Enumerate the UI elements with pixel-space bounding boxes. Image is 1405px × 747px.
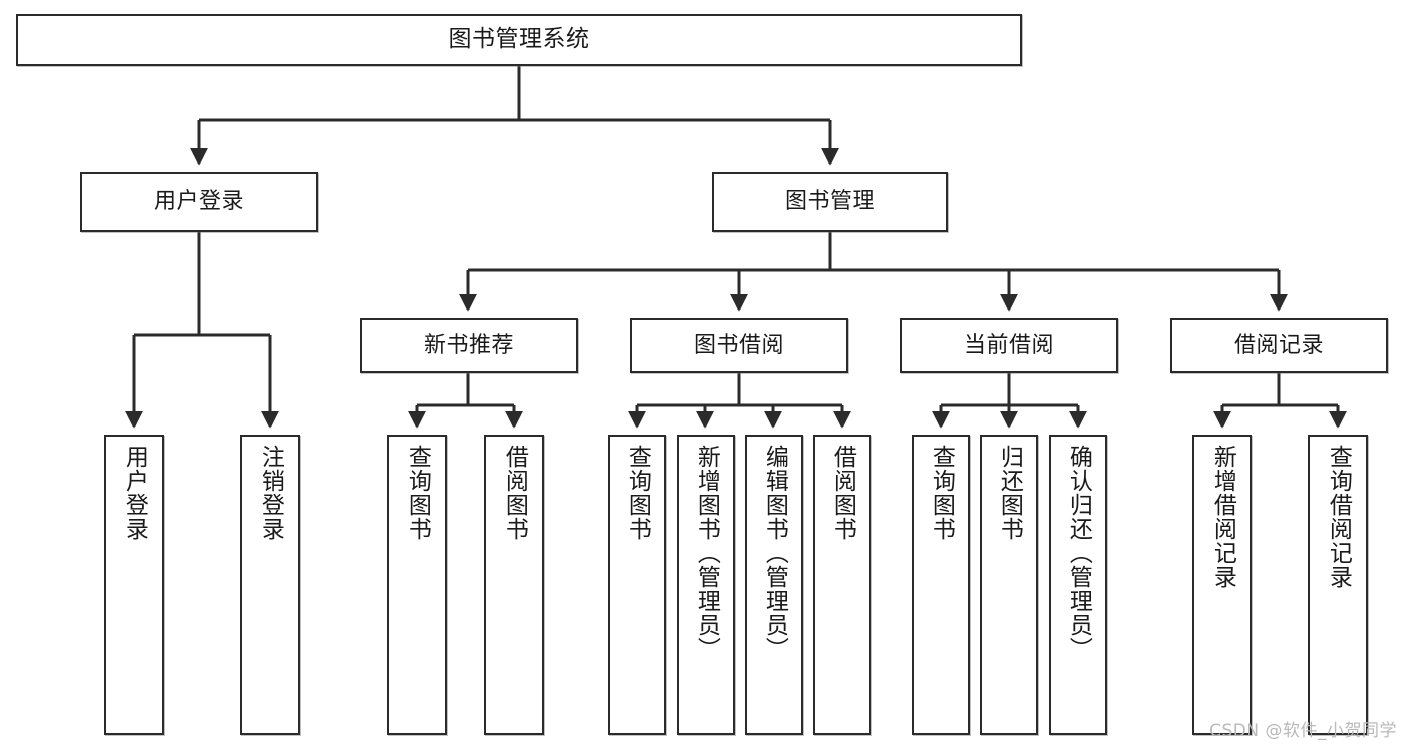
node-book-borrow[interactable]: 图书借阅 [630, 318, 848, 373]
leaf-add-borrow-record-label: 新增借阅记录 [1209, 445, 1236, 589]
leaf-logout-login-label: 注销登录 [257, 445, 284, 541]
node-book-borrow-label: 图书借阅 [693, 332, 784, 358]
node-book-manage-label: 图书管理 [784, 189, 875, 215]
node-borrow-record[interactable]: 借阅记录 [1170, 318, 1388, 373]
node-root-system[interactable]: 图书管理系统 [16, 14, 1022, 66]
leaf-borrow-book-2-label: 借阅图书 [829, 445, 856, 541]
leaf-query-book-2[interactable]: 查询图书 [608, 435, 666, 735]
leaf-query-borrow-record-label: 查询借阅记录 [1325, 445, 1352, 589]
leaf-confirm-return-admin-label: 确认归还（管理员） [1065, 445, 1092, 661]
node-new-book-recommend[interactable]: 新书推荐 [360, 318, 578, 373]
leaf-query-book-1[interactable]: 查询图书 [387, 435, 447, 735]
leaf-query-borrow-record[interactable]: 查询借阅记录 [1308, 435, 1368, 735]
leaf-add-book-admin-label: 新增图书（管理员） [693, 445, 720, 661]
leaf-return-book[interactable]: 归还图书 [980, 435, 1038, 735]
leaf-query-book-2-label: 查询图书 [624, 445, 651, 541]
node-book-manage[interactable]: 图书管理 [712, 172, 948, 232]
leaf-query-book-3-label: 查询图书 [928, 445, 955, 541]
leaf-return-book-label: 归还图书 [996, 445, 1023, 541]
leaf-query-book-1-label: 查询图书 [404, 445, 431, 541]
leaf-add-borrow-record[interactable]: 新增借阅记录 [1192, 435, 1252, 735]
leaf-confirm-return-admin[interactable]: 确认归还（管理员） [1049, 435, 1107, 735]
node-new-book-recommend-label: 新书推荐 [423, 332, 514, 358]
csdn-watermark: CSDN @软件_小贺同学 [1209, 721, 1397, 741]
leaf-edit-book-admin-label: 编辑图书（管理员） [761, 445, 788, 661]
leaf-borrow-book-2[interactable]: 借阅图书 [813, 435, 871, 735]
leaf-query-book-3[interactable]: 查询图书 [912, 435, 970, 735]
node-user-login-label: 用户登录 [153, 189, 244, 215]
leaf-edit-book-admin[interactable]: 编辑图书（管理员） [745, 435, 803, 735]
node-current-borrow[interactable]: 当前借阅 [900, 318, 1118, 373]
leaf-borrow-book-1-label: 借阅图书 [501, 445, 528, 541]
node-user-login[interactable]: 用户登录 [80, 172, 318, 232]
leaf-user-login[interactable]: 用户登录 [104, 435, 164, 735]
node-borrow-record-label: 借阅记录 [1233, 332, 1324, 358]
leaf-user-login-label: 用户登录 [121, 445, 148, 541]
node-root-system-label: 图书管理系统 [448, 26, 590, 53]
leaf-add-book-admin[interactable]: 新增图书（管理员） [677, 435, 735, 735]
node-current-borrow-label: 当前借阅 [963, 332, 1054, 358]
leaf-logout-login[interactable]: 注销登录 [240, 435, 300, 735]
leaf-borrow-book-1[interactable]: 借阅图书 [484, 435, 544, 735]
